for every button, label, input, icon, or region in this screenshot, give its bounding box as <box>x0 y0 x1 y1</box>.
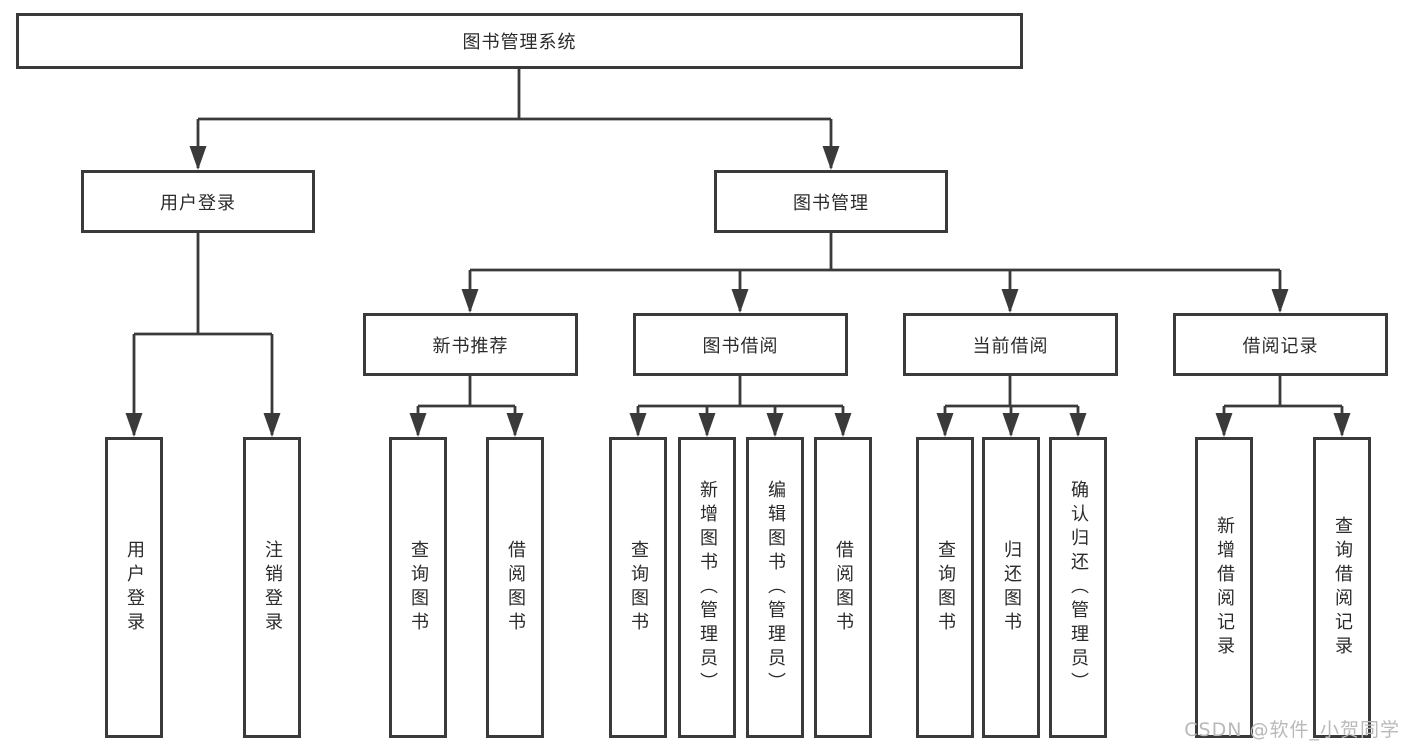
leaf-query-borrow-record-label: 查询借阅记录 <box>1332 515 1353 660</box>
node-user-login: 用户登录 <box>81 170 315 233</box>
node-new-book-recommend-label: 新书推荐 <box>432 335 509 357</box>
leaf-user-login: 用户登录 <box>105 437 163 738</box>
leaf-logout-login-label: 注销登录 <box>262 539 283 636</box>
node-current-borrow: 当前借阅 <box>903 313 1118 376</box>
leaf-add-books-admin: 新增图书（管理员） <box>678 437 736 738</box>
leaf-add-books-admin-label: 新增图书（管理员） <box>697 479 718 696</box>
leaf-add-borrow-record: 新增借阅记录 <box>1195 437 1253 738</box>
leaf-edit-books-admin-label: 编辑图书（管理员） <box>765 479 786 696</box>
node-root-label: 图书管理系统 <box>462 32 577 53</box>
node-book-management-label: 图书管理 <box>793 192 869 214</box>
node-user-login-label: 用户登录 <box>160 192 236 214</box>
node-new-book-recommend: 新书推荐 <box>363 313 578 376</box>
leaf-query-books-label: 查询图书 <box>935 539 956 636</box>
leaf-confirm-return-admin: 确认归还（管理员） <box>1049 437 1107 738</box>
leaf-borrow-books: 借阅图书 <box>814 437 872 738</box>
leaf-confirm-return-admin-label: 确认归还（管理员） <box>1068 479 1089 696</box>
node-book-management: 图书管理 <box>714 170 948 233</box>
node-borrow-records: 借阅记录 <box>1173 313 1388 376</box>
node-book-borrow: 图书借阅 <box>633 313 848 376</box>
leaf-user-login-label: 用户登录 <box>124 539 145 636</box>
leaf-edit-books-admin: 编辑图书（管理员） <box>746 437 804 738</box>
node-root: 图书管理系统 <box>16 13 1023 69</box>
node-book-borrow-label: 图书借阅 <box>702 335 779 357</box>
leaf-logout-login: 注销登录 <box>243 437 301 738</box>
leaf-borrow-books-label: 借阅图书 <box>833 539 854 636</box>
leaf-return-books: 归还图书 <box>982 437 1040 738</box>
leaf-query-books: 查询图书 <box>916 437 974 738</box>
leaf-query-books-label: 查询图书 <box>628 539 649 636</box>
leaf-return-books-label: 归还图书 <box>1001 539 1022 636</box>
leaf-query-borrow-record: 查询借阅记录 <box>1313 437 1371 738</box>
node-current-borrow-label: 当前借阅 <box>972 335 1049 357</box>
leaf-query-books-label: 查询图书 <box>408 539 429 636</box>
leaf-borrow-books-label: 借阅图书 <box>505 539 526 636</box>
leaf-add-borrow-record-label: 新增借阅记录 <box>1214 515 1235 660</box>
leaf-query-books: 查询图书 <box>609 437 667 738</box>
csdn-watermark: CSDN @软件_小贺同学 <box>1184 719 1400 741</box>
leaf-borrow-books: 借阅图书 <box>486 437 544 738</box>
leaf-query-books: 查询图书 <box>389 437 447 738</box>
node-borrow-records-label: 借阅记录 <box>1242 335 1319 357</box>
